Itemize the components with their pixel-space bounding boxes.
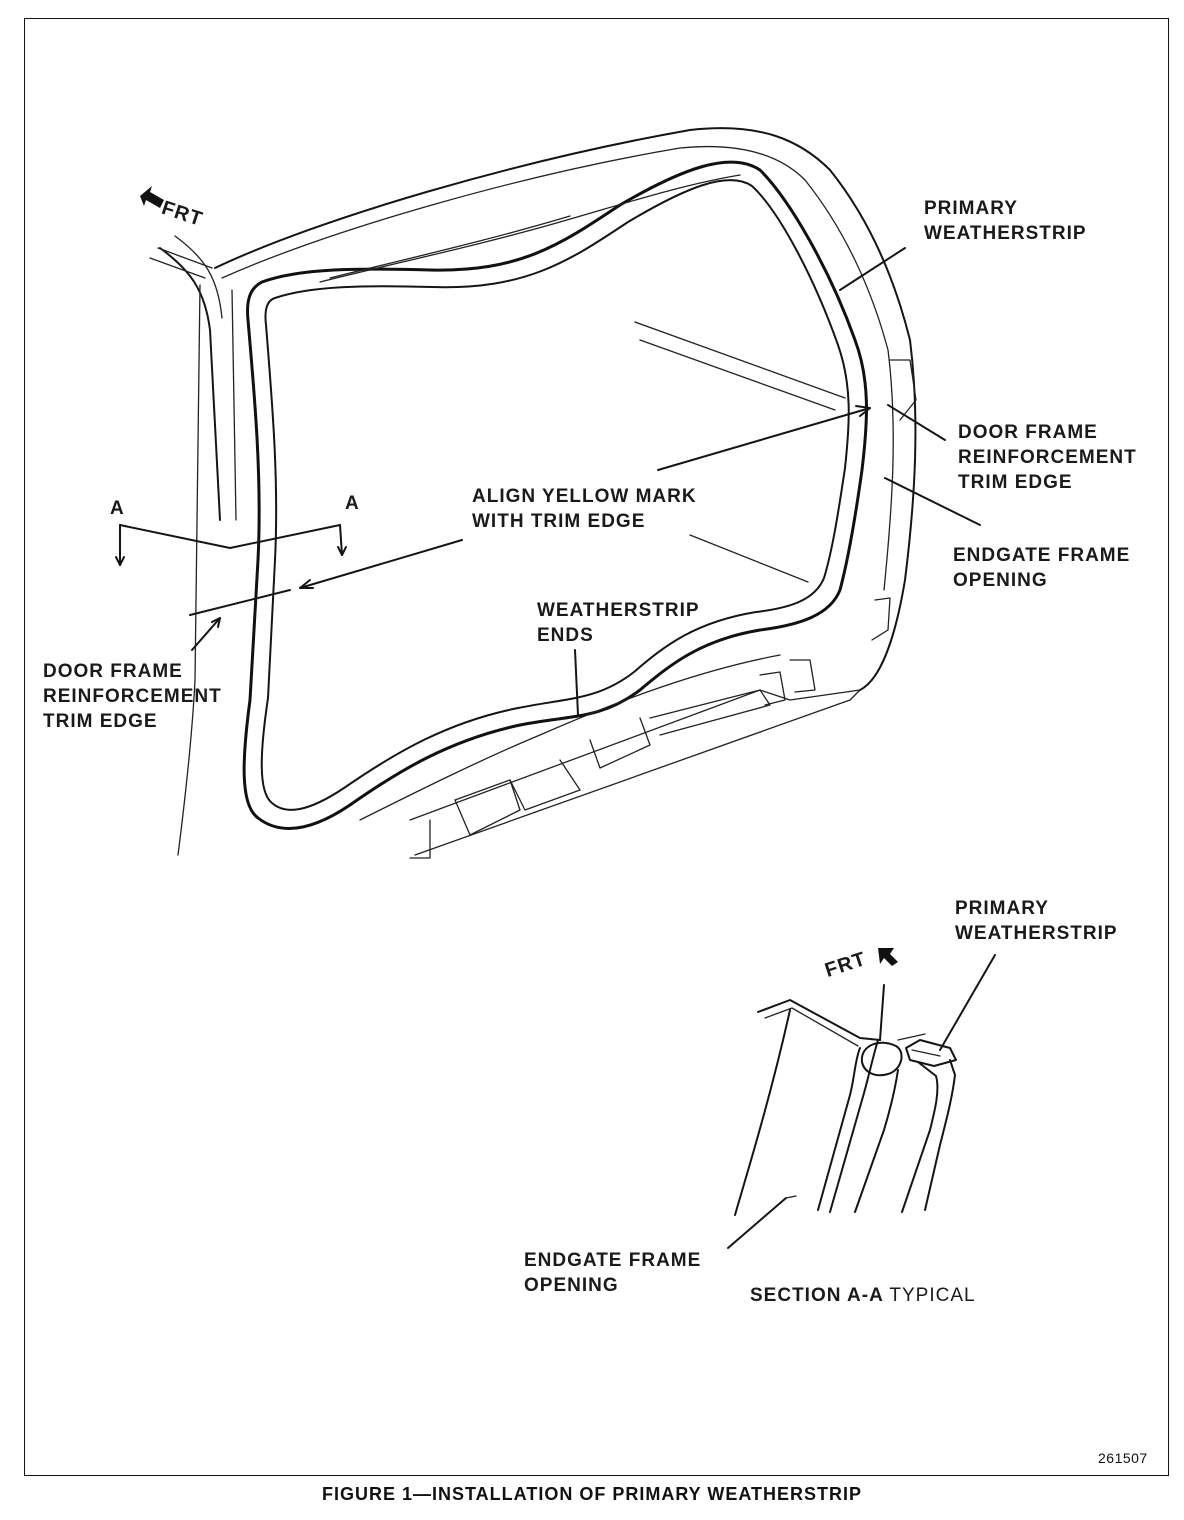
endgate-body-outline <box>149 127 917 856</box>
primary-weatherstrip-loop <box>242 160 868 830</box>
section-title-typical: TYPICAL <box>889 1285 976 1306</box>
section-a-a-title: SECTION A-A TYPICAL <box>750 1283 976 1308</box>
figure-caption: FIGURE 1—INSTALLATION OF PRIMARY WEATHER… <box>322 1484 862 1504</box>
door-frame-reinforcement-label-right: DOOR FRAME REINFORCEMENT TRIM EDGE <box>958 422 1137 493</box>
section-title-bold: SECTION A-A <box>750 1285 884 1306</box>
section-cut-line <box>115 524 347 616</box>
frt-arrow-icon <box>140 186 164 208</box>
glass-reflection-lines <box>634 321 846 583</box>
primary-weatherstrip-label-top: PRIMARY WEATHERSTRIP <box>924 198 1087 244</box>
leader-lines <box>191 247 981 716</box>
weatherstrip-ends-label: WEATHERSTRIP ENDS <box>537 600 700 646</box>
figure-number: 261507 <box>1098 1450 1148 1466</box>
align-yellow-mark-label: ALIGN YELLOW MARK WITH TRIM EDGE <box>472 486 697 532</box>
figure-border <box>24 18 1169 1476</box>
frt-arrow-section-icon <box>878 948 898 966</box>
section-a-label-left: A <box>110 498 125 519</box>
primary-weatherstrip-label-section: PRIMARY WEATHERSTRIP <box>955 898 1118 944</box>
lower-sill-detail <box>409 659 861 859</box>
door-frame-reinforcement-label-left: DOOR FRAME REINFORCEMENT TRIM EDGE <box>43 661 222 732</box>
endgate-frame-opening-label-section: ENDGATE FRAME OPENING <box>524 1250 702 1296</box>
section-a-label-right: A <box>345 493 360 514</box>
section-detail-drawing <box>727 954 996 1249</box>
endgate-frame-opening-label-right: ENDGATE FRAME OPENING <box>953 545 1131 591</box>
